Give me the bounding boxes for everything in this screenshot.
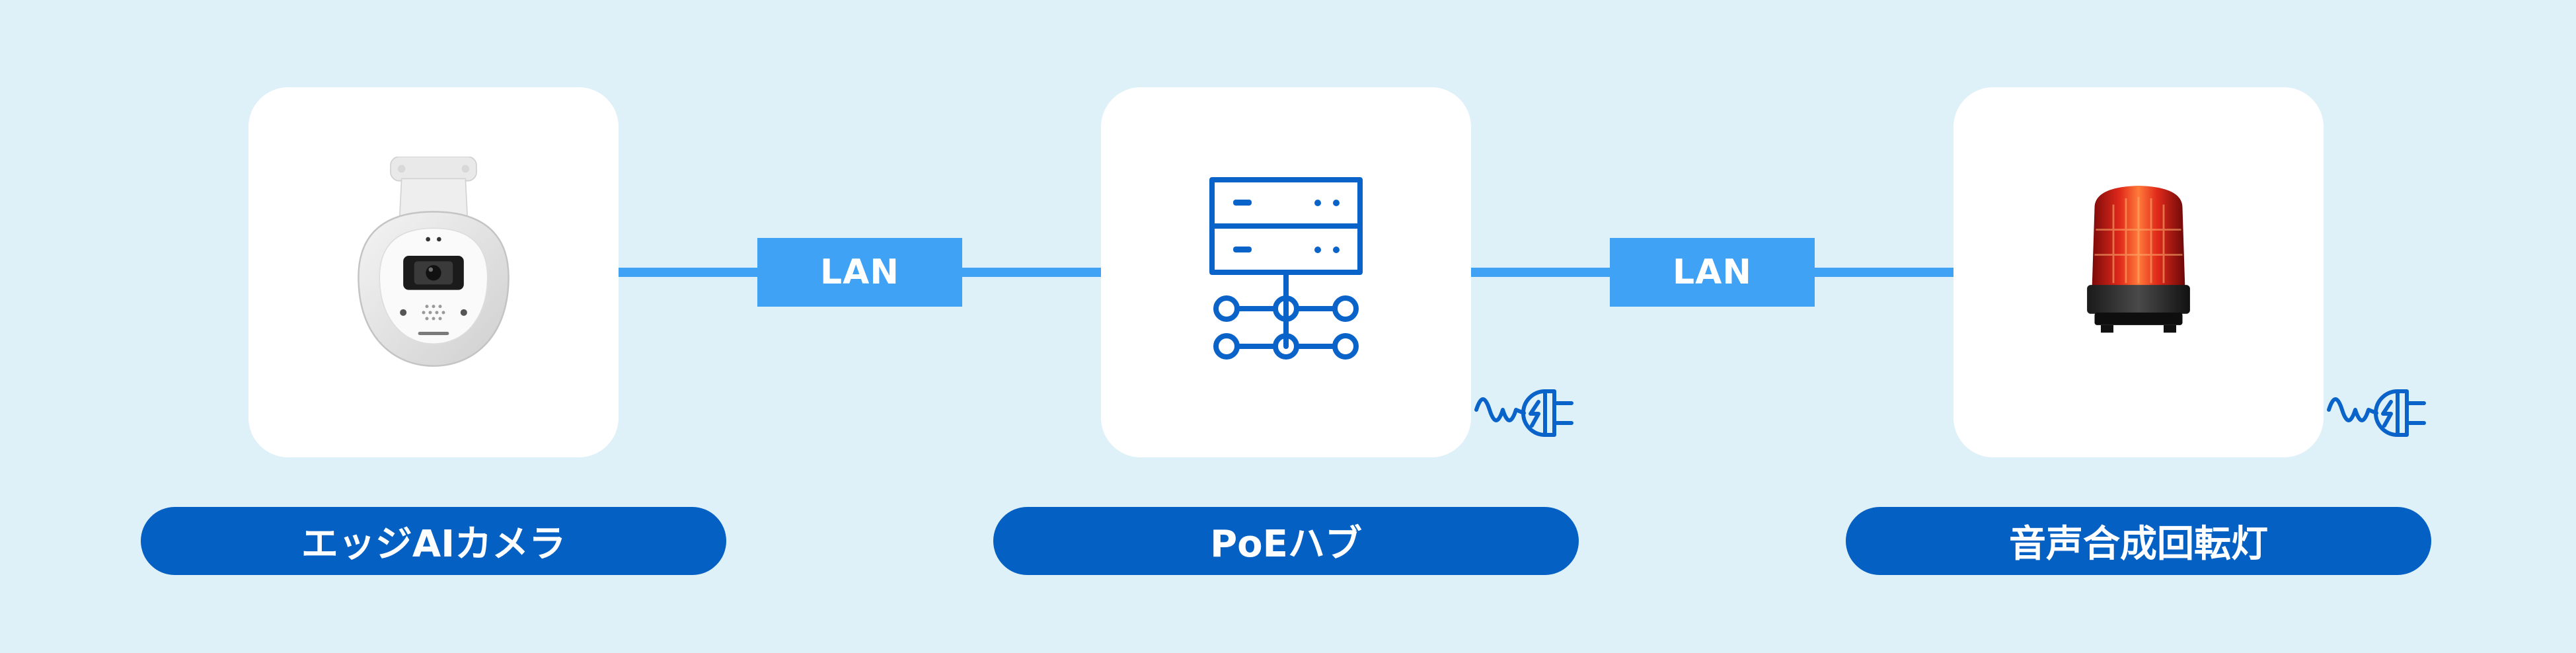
node-card-signal-light [1953, 87, 2324, 457]
connection-line-hub-lan [1471, 268, 1610, 277]
node-label-poe-hub: PoEハブ [993, 507, 1579, 575]
network-hub-icon [1209, 177, 1363, 360]
lan-link-label: LAN [1610, 238, 1815, 307]
lan-link-label: LAN [757, 238, 962, 307]
power-plug-icon [1474, 389, 1573, 437]
security-camera-icon [358, 157, 510, 367]
node-label-camera: エッジAIカメラ [141, 507, 726, 575]
node-card-camera [248, 87, 619, 457]
node-card-poe-hub [1101, 87, 1471, 457]
connection-line-camera-lan [619, 268, 757, 277]
power-plug-icon [2327, 389, 2426, 437]
node-label-signal-light: 音声合成回転灯 [1846, 507, 2431, 575]
rotating-signal-light-icon [2087, 186, 2190, 333]
connection-line-lan-lamp [1813, 268, 1955, 277]
connection-line-lan-hub [961, 268, 1102, 277]
